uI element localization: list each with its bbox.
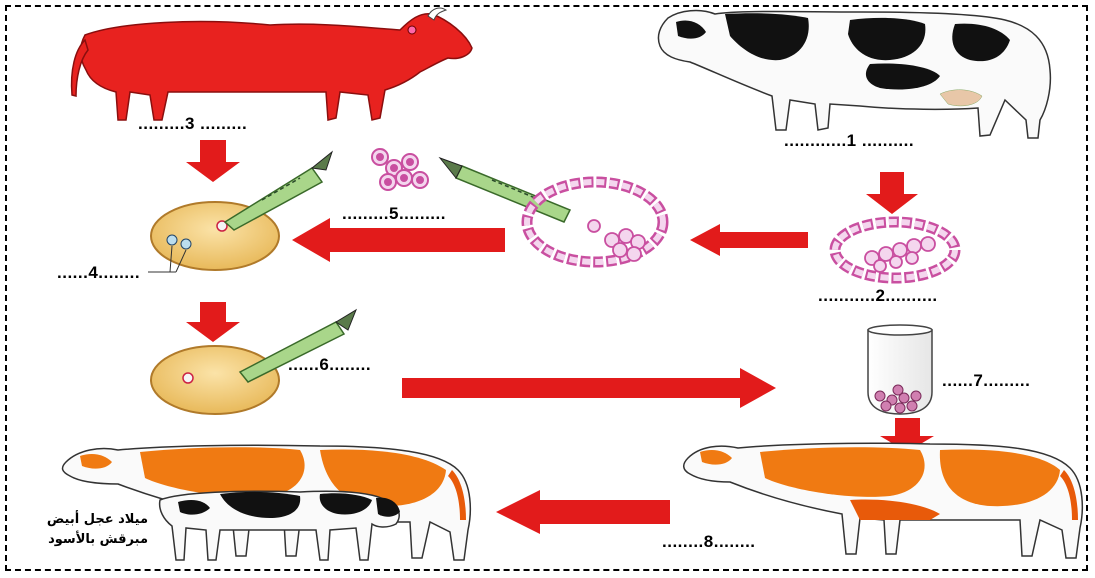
label-8: ........8........ (662, 532, 756, 552)
label-7: ......7......... (942, 371, 1030, 391)
label-2: ...........2.......... (818, 286, 938, 306)
holstein-cow (658, 11, 1050, 138)
holstein-calf (160, 491, 400, 560)
blastocyst-2 (835, 222, 955, 278)
micropipette-1 (225, 152, 332, 230)
nuclei-cluster (372, 149, 428, 190)
label-4: ......4........ (57, 263, 140, 283)
label-6: ......6........ (288, 355, 371, 375)
label-5: .........5......... (342, 204, 446, 224)
calf-caption: ميلاد عجل أبيض مبرقش بالأسود (10, 510, 148, 550)
test-tube (868, 325, 932, 414)
red-bull-eye (408, 26, 416, 34)
egg-cell-2 (151, 346, 279, 414)
label-1: ............1 .......... (784, 131, 914, 151)
calf-caption-line2: مبرقش بالأسود (10, 530, 148, 550)
label-3: .........3 ......... (138, 114, 247, 134)
calf-caption-line1: ميلاد عجل أبيض (10, 510, 148, 530)
blastocyst-aspirated (527, 182, 663, 262)
